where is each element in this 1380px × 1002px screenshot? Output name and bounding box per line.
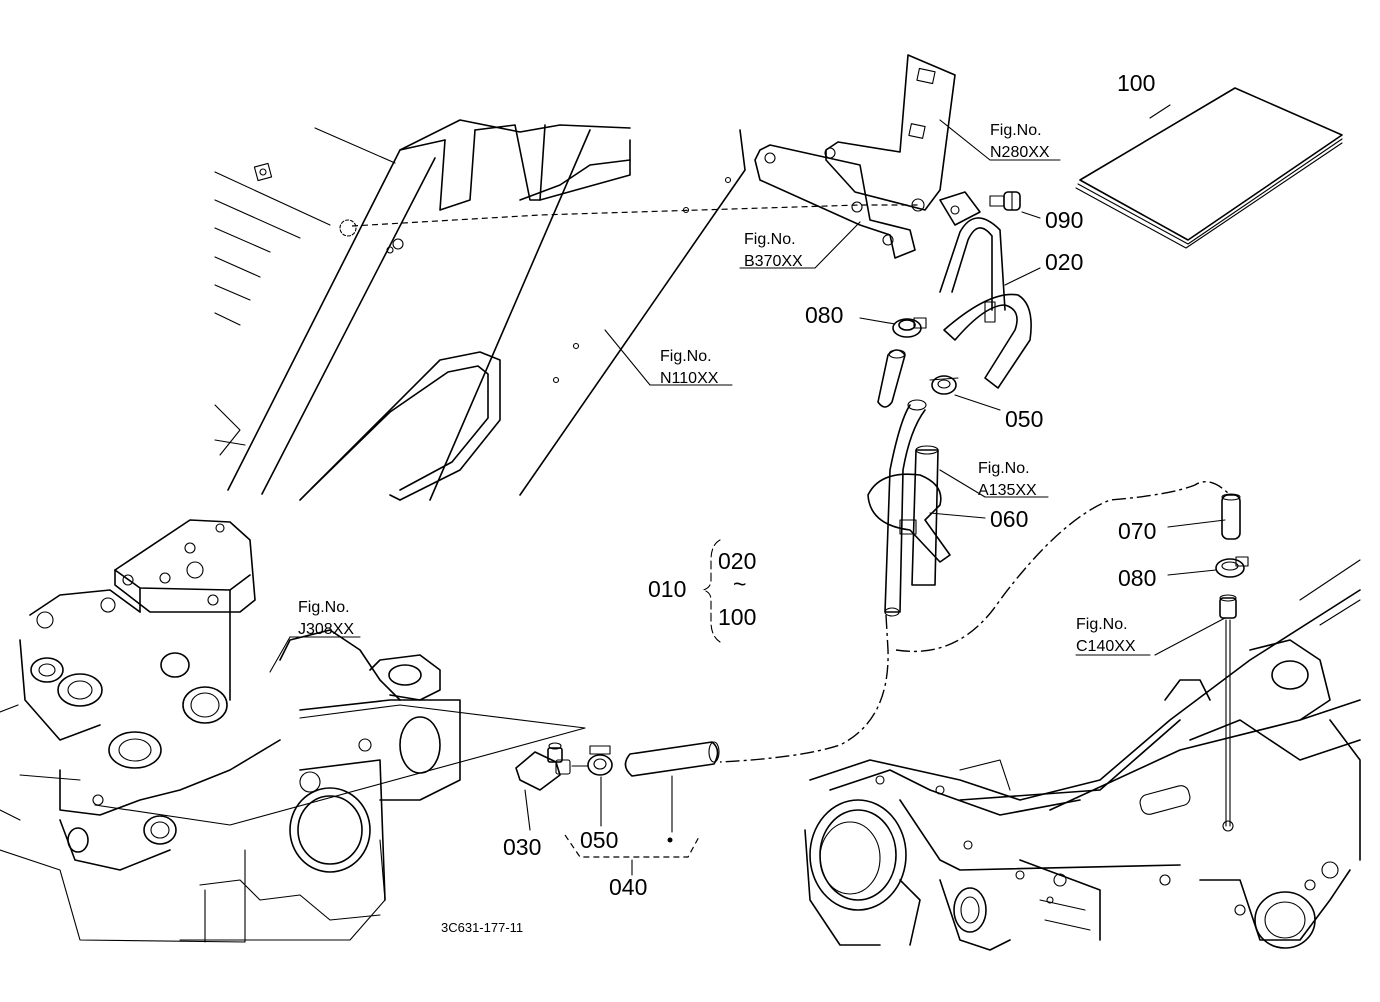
clamp-080-upper — [892, 317, 927, 338]
part-080-lower-label: 080 — [1118, 565, 1156, 591]
part-100-label: 100 — [1117, 70, 1155, 96]
part-060-label: 060 — [990, 506, 1028, 532]
elbow-030-drawing — [515, 742, 571, 791]
j308-leader — [94, 704, 586, 826]
clamp-050-lower — [571, 745, 613, 776]
part-050-upper-label: 050 — [1005, 406, 1043, 432]
frame-assembly-drawing — [214, 119, 746, 501]
transmission-case-drawing — [804, 559, 1361, 951]
fig-c140-code: C140XX — [1076, 638, 1136, 655]
fig-n280-code: N280XX — [990, 144, 1050, 161]
leader-lines — [269, 104, 1226, 876]
fig-n110-code: N110XX — [660, 370, 719, 387]
routing-line — [719, 481, 1231, 763]
part-070-label: 070 — [1118, 518, 1156, 544]
fig-j308-code: J308XX — [298, 621, 354, 638]
hydraulic-block-drawing — [0, 519, 461, 943]
fitting-c140 — [1219, 594, 1237, 832]
manual-100-drawing — [1075, 87, 1343, 249]
hose-070-drawing — [1221, 493, 1241, 540]
assembly-range-top: 020 — [718, 548, 756, 574]
part-020-label: 020 — [1045, 249, 1083, 275]
fig-n280-label: Fig.No. — [990, 122, 1042, 139]
part-labels: 100 090 020 080 050 060 070 080 030 050 … — [503, 70, 1156, 900]
assembly-range-sep: ~ — [733, 571, 746, 597]
bolt-090-drawing — [939, 191, 1021, 226]
part-040-label: 040 — [609, 874, 647, 900]
hose-020-drawing — [939, 217, 1032, 389]
bracket-drawing — [754, 54, 956, 259]
bracket-040 — [564, 834, 701, 858]
assembly-010-label: 010 — [648, 576, 686, 602]
drawing-code: 3C631-177-11 — [441, 920, 523, 935]
part-030-label: 030 — [503, 834, 541, 860]
assembly-range-bottom: 100 — [718, 604, 756, 630]
fig-a135-code: A135XX — [978, 482, 1037, 499]
hose-040-drawing — [624, 741, 720, 777]
long-hose-drawing — [884, 399, 939, 617]
figure-references: Fig.No. N280XX Fig.No. B370XX Fig.No. N1… — [298, 122, 1136, 655]
hose-segment-upper — [877, 349, 906, 408]
fig-a135-label: Fig.No. — [978, 460, 1030, 477]
clamp-080-lower — [1215, 556, 1249, 578]
part-090-label: 090 — [1045, 207, 1083, 233]
fig-j308-label: Fig.No. — [298, 599, 350, 616]
fig-n110-label: Fig.No. — [660, 348, 712, 365]
fig-b370-label: Fig.No. — [744, 231, 796, 248]
clamp-050-upper — [929, 375, 959, 395]
part-050-lower-label: 050 — [580, 827, 618, 853]
part-080-upper-label: 080 — [805, 302, 843, 328]
fig-b370-code: B370XX — [744, 253, 803, 270]
fig-c140-label: Fig.No. — [1076, 616, 1128, 633]
cable-tie-060 — [867, 473, 951, 563]
